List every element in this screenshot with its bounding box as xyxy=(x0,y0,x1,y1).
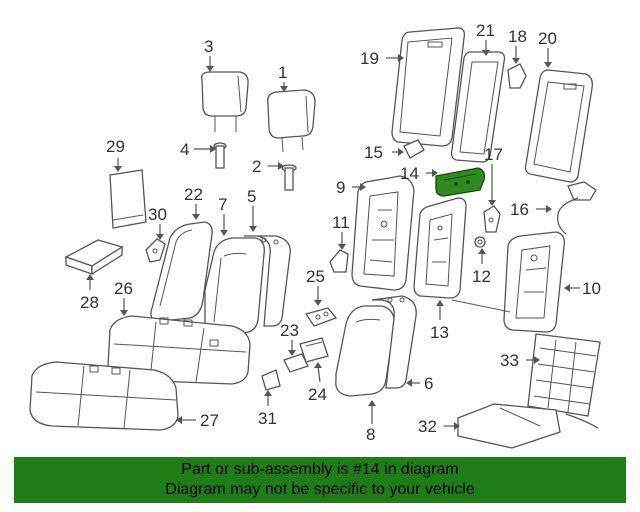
part-armrest-28 xyxy=(64,239,124,276)
callout-8: 8 xyxy=(366,425,375,444)
callout-5: 5 xyxy=(247,187,256,206)
callout-4: 4 xyxy=(180,140,189,159)
callout-33: 33 xyxy=(500,351,519,370)
callout-10: 10 xyxy=(582,279,601,298)
leader-lines xyxy=(86,40,580,430)
callout-14: 14 xyxy=(400,164,419,183)
callout-19: 19 xyxy=(360,49,379,68)
callout-23: 23 xyxy=(280,321,299,340)
part-14-highlighted xyxy=(435,167,486,197)
callout-24: 24 xyxy=(308,385,327,404)
part-cushion-26 xyxy=(107,315,251,385)
part-cover-5 xyxy=(244,235,291,327)
part-clip-23 xyxy=(283,353,309,373)
part-cable-16 xyxy=(557,181,597,235)
part-mat-32 xyxy=(457,403,599,449)
part-clip-31 xyxy=(261,369,281,391)
callout-29: 29 xyxy=(106,137,125,156)
part-frame-9 xyxy=(351,175,415,291)
part-headrest-3 xyxy=(201,71,249,132)
callout-21: 21 xyxy=(476,21,495,40)
part-clip-24 xyxy=(299,337,329,363)
part-panel-29 xyxy=(109,169,147,229)
callout-3: 3 xyxy=(204,37,213,56)
part-guide-2 xyxy=(281,164,297,191)
callout-28: 28 xyxy=(80,293,99,312)
callout-32: 32 xyxy=(418,417,437,436)
part-backpanel-20 xyxy=(524,69,594,183)
callout-26: 26 xyxy=(114,279,133,298)
part-seatback-7 xyxy=(204,237,265,335)
seat-parts-diagram: 3 1 4 2 5 7 22 29 30 28 26 27 31 23 24 2… xyxy=(29,21,601,449)
callout-16: 16 xyxy=(510,200,529,219)
part-frame-10 xyxy=(451,231,565,333)
callout-22: 22 xyxy=(184,185,203,204)
callout-18: 18 xyxy=(508,27,527,46)
callout-12: 12 xyxy=(472,267,491,286)
callout-numbers: 3 1 4 2 5 7 22 29 30 28 26 27 31 23 24 2… xyxy=(80,21,601,444)
callout-13: 13 xyxy=(430,323,449,342)
callout-2: 2 xyxy=(252,157,261,176)
part-backpanel-19 xyxy=(391,27,466,147)
callout-6: 6 xyxy=(424,374,433,393)
part-cover-15 xyxy=(403,139,425,159)
part-frame-13 xyxy=(413,197,467,299)
callout-15: 15 xyxy=(364,143,383,162)
callout-7: 7 xyxy=(218,195,227,214)
banner-line-2: Diagram may not be specific to your vehi… xyxy=(165,481,475,498)
part-guide-4 xyxy=(213,142,227,169)
part-clip-25 xyxy=(304,307,338,327)
banner-line-1: Part or sub-assembly is #14 in diagram xyxy=(181,461,459,478)
callout-27: 27 xyxy=(200,411,219,430)
part-washer-12 xyxy=(474,236,486,248)
part-hinge-17 xyxy=(483,205,501,233)
callout-11: 11 xyxy=(332,213,350,232)
callout-9: 9 xyxy=(336,178,345,197)
callout-31: 31 xyxy=(258,409,277,428)
part-backpanel-21 xyxy=(450,51,506,163)
info-banner: Part or sub-assembly is #14 in diagram D… xyxy=(14,457,626,503)
callout-30: 30 xyxy=(148,205,167,224)
callout-1: 1 xyxy=(278,63,287,82)
part-bracket-30 xyxy=(145,238,166,263)
part-headrest-1 xyxy=(267,89,316,153)
part-cover-6 xyxy=(371,295,417,389)
part-mat-33 xyxy=(527,333,601,417)
part-clip-18 xyxy=(507,63,527,89)
part-seatback-8 xyxy=(335,305,395,397)
part-cushion-27 xyxy=(29,361,179,431)
callout-17: 17 xyxy=(484,145,503,164)
callout-25: 25 xyxy=(306,267,325,286)
part-bracket-11 xyxy=(329,249,349,273)
callout-20: 20 xyxy=(538,29,557,48)
